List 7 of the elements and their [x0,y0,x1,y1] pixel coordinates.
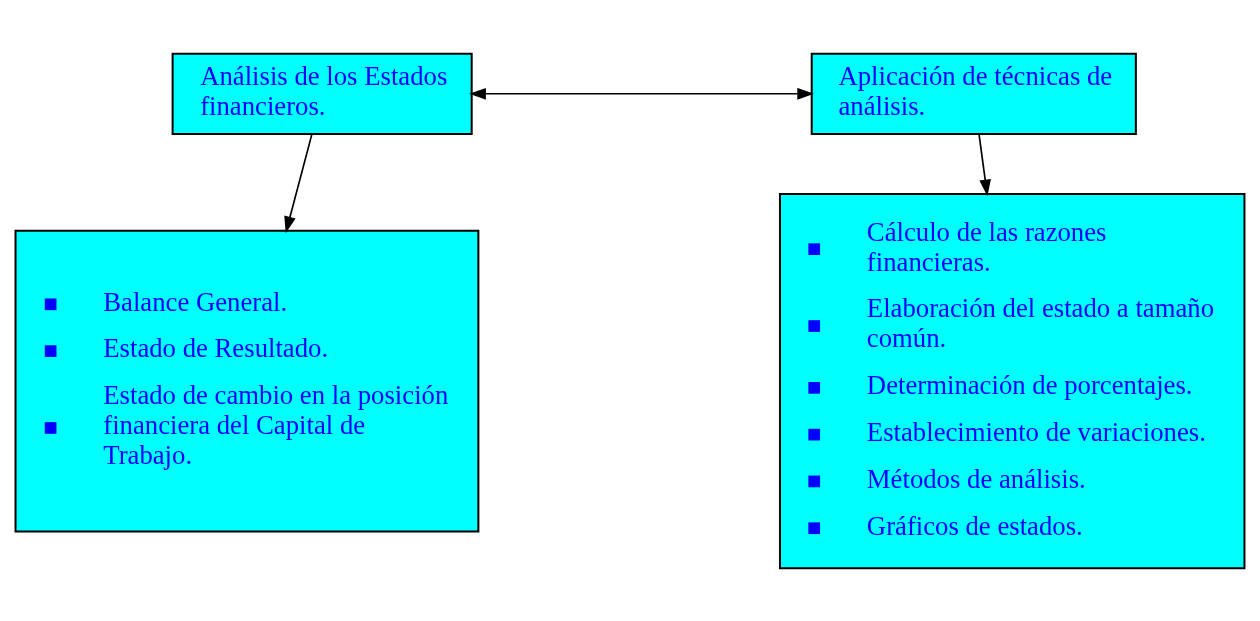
arrow [978,133,991,196]
node-box: Cálculo de las razones financieras. Elaboración del estado a tamaño común. Determinación de porcentajes. Establecimiento de variaciones. Métodos de análisis. Gráficos de estados. [778,192,1246,569]
arrow [469,87,814,100]
arrow [284,133,313,233]
node-box: Análisis de los Estados financieros. [171,52,473,135]
node-box: Balance General. Estado de Resultado. Estado de cambio en la posición financiera del Capital de Trabajo. [14,229,480,533]
node-box: Aplicación de técnicas de análisis. [810,52,1137,135]
